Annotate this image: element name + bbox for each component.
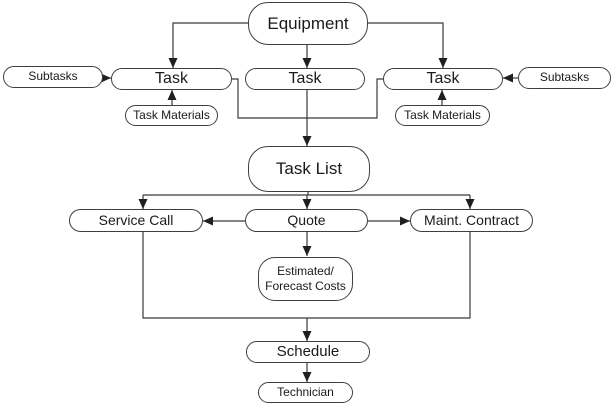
node-task-right: Task xyxy=(383,68,503,90)
arrowhead-down-icon xyxy=(465,199,475,209)
arrowhead-down-icon xyxy=(138,199,148,209)
node-equipment-label: Equipment xyxy=(267,13,349,33)
node-quote-label: Quote xyxy=(287,212,326,229)
node-schedule-label: Schedule xyxy=(276,343,340,361)
node-service-call: Service Call xyxy=(69,209,203,232)
node-subtasks-left-label: Subtasks xyxy=(28,69,78,84)
node-technician-label: Technician xyxy=(277,384,334,399)
node-task-center-label: Task xyxy=(288,69,322,87)
arrowhead-up-icon xyxy=(437,90,447,100)
arrowhead-down-icon xyxy=(302,136,312,146)
node-task-center: Task xyxy=(245,68,365,90)
node-task-left: Task xyxy=(111,68,232,90)
node-task-materials-right-label: Task Materials xyxy=(404,107,481,122)
node-technician: Technician xyxy=(258,382,353,403)
node-task-materials-right: Task Materials xyxy=(395,105,490,126)
costs-label-line2: Forecast Costs xyxy=(265,278,346,293)
arrowhead-down-icon xyxy=(302,331,312,341)
node-estimated-forecast-costs-label: Estimated/ Forecast Costs xyxy=(265,263,346,294)
node-maint-contract-label: Maint. Contract xyxy=(424,212,519,229)
arrowhead-down-icon xyxy=(438,58,448,68)
node-task-left-label: Task xyxy=(155,69,188,87)
edge-equipment-task-left xyxy=(172,22,248,68)
node-quote: Quote xyxy=(245,209,368,232)
node-subtasks-right-label: Subtasks xyxy=(539,70,590,85)
node-subtasks-left: Subtasks xyxy=(3,66,103,88)
connector-arrowheads xyxy=(101,58,513,382)
node-schedule: Schedule xyxy=(246,341,370,363)
node-maint-contract: Maint. Contract xyxy=(410,209,533,232)
arrowhead-left-icon xyxy=(503,73,513,83)
arrowhead-down-icon xyxy=(302,246,312,256)
arrowhead-left-icon xyxy=(203,216,213,226)
arrowhead-down-icon xyxy=(302,199,312,209)
arrowhead-down-icon xyxy=(302,58,312,68)
node-task-right-label: Task xyxy=(426,69,460,87)
arrowhead-down-icon xyxy=(168,58,178,68)
arrowhead-right-icon xyxy=(101,73,111,83)
node-service-call-label: Service Call xyxy=(98,212,174,229)
edge-equipment-task-right xyxy=(368,22,444,68)
node-estimated-forecast-costs: Estimated/ Forecast Costs xyxy=(258,257,353,301)
arrowhead-down-icon xyxy=(302,372,312,382)
costs-label-line1: Estimated/ xyxy=(277,263,334,278)
arrowhead-up-icon xyxy=(167,90,177,100)
node-task-materials-left: Task Materials xyxy=(125,105,218,126)
node-task-list: Task List xyxy=(248,146,370,192)
arrowhead-right-icon xyxy=(400,216,410,226)
node-equipment: Equipment xyxy=(248,2,368,45)
node-task-list-label: Task List xyxy=(275,159,343,179)
node-subtasks-right: Subtasks xyxy=(518,67,611,89)
node-task-materials-left-label: Task Materials xyxy=(133,107,210,122)
